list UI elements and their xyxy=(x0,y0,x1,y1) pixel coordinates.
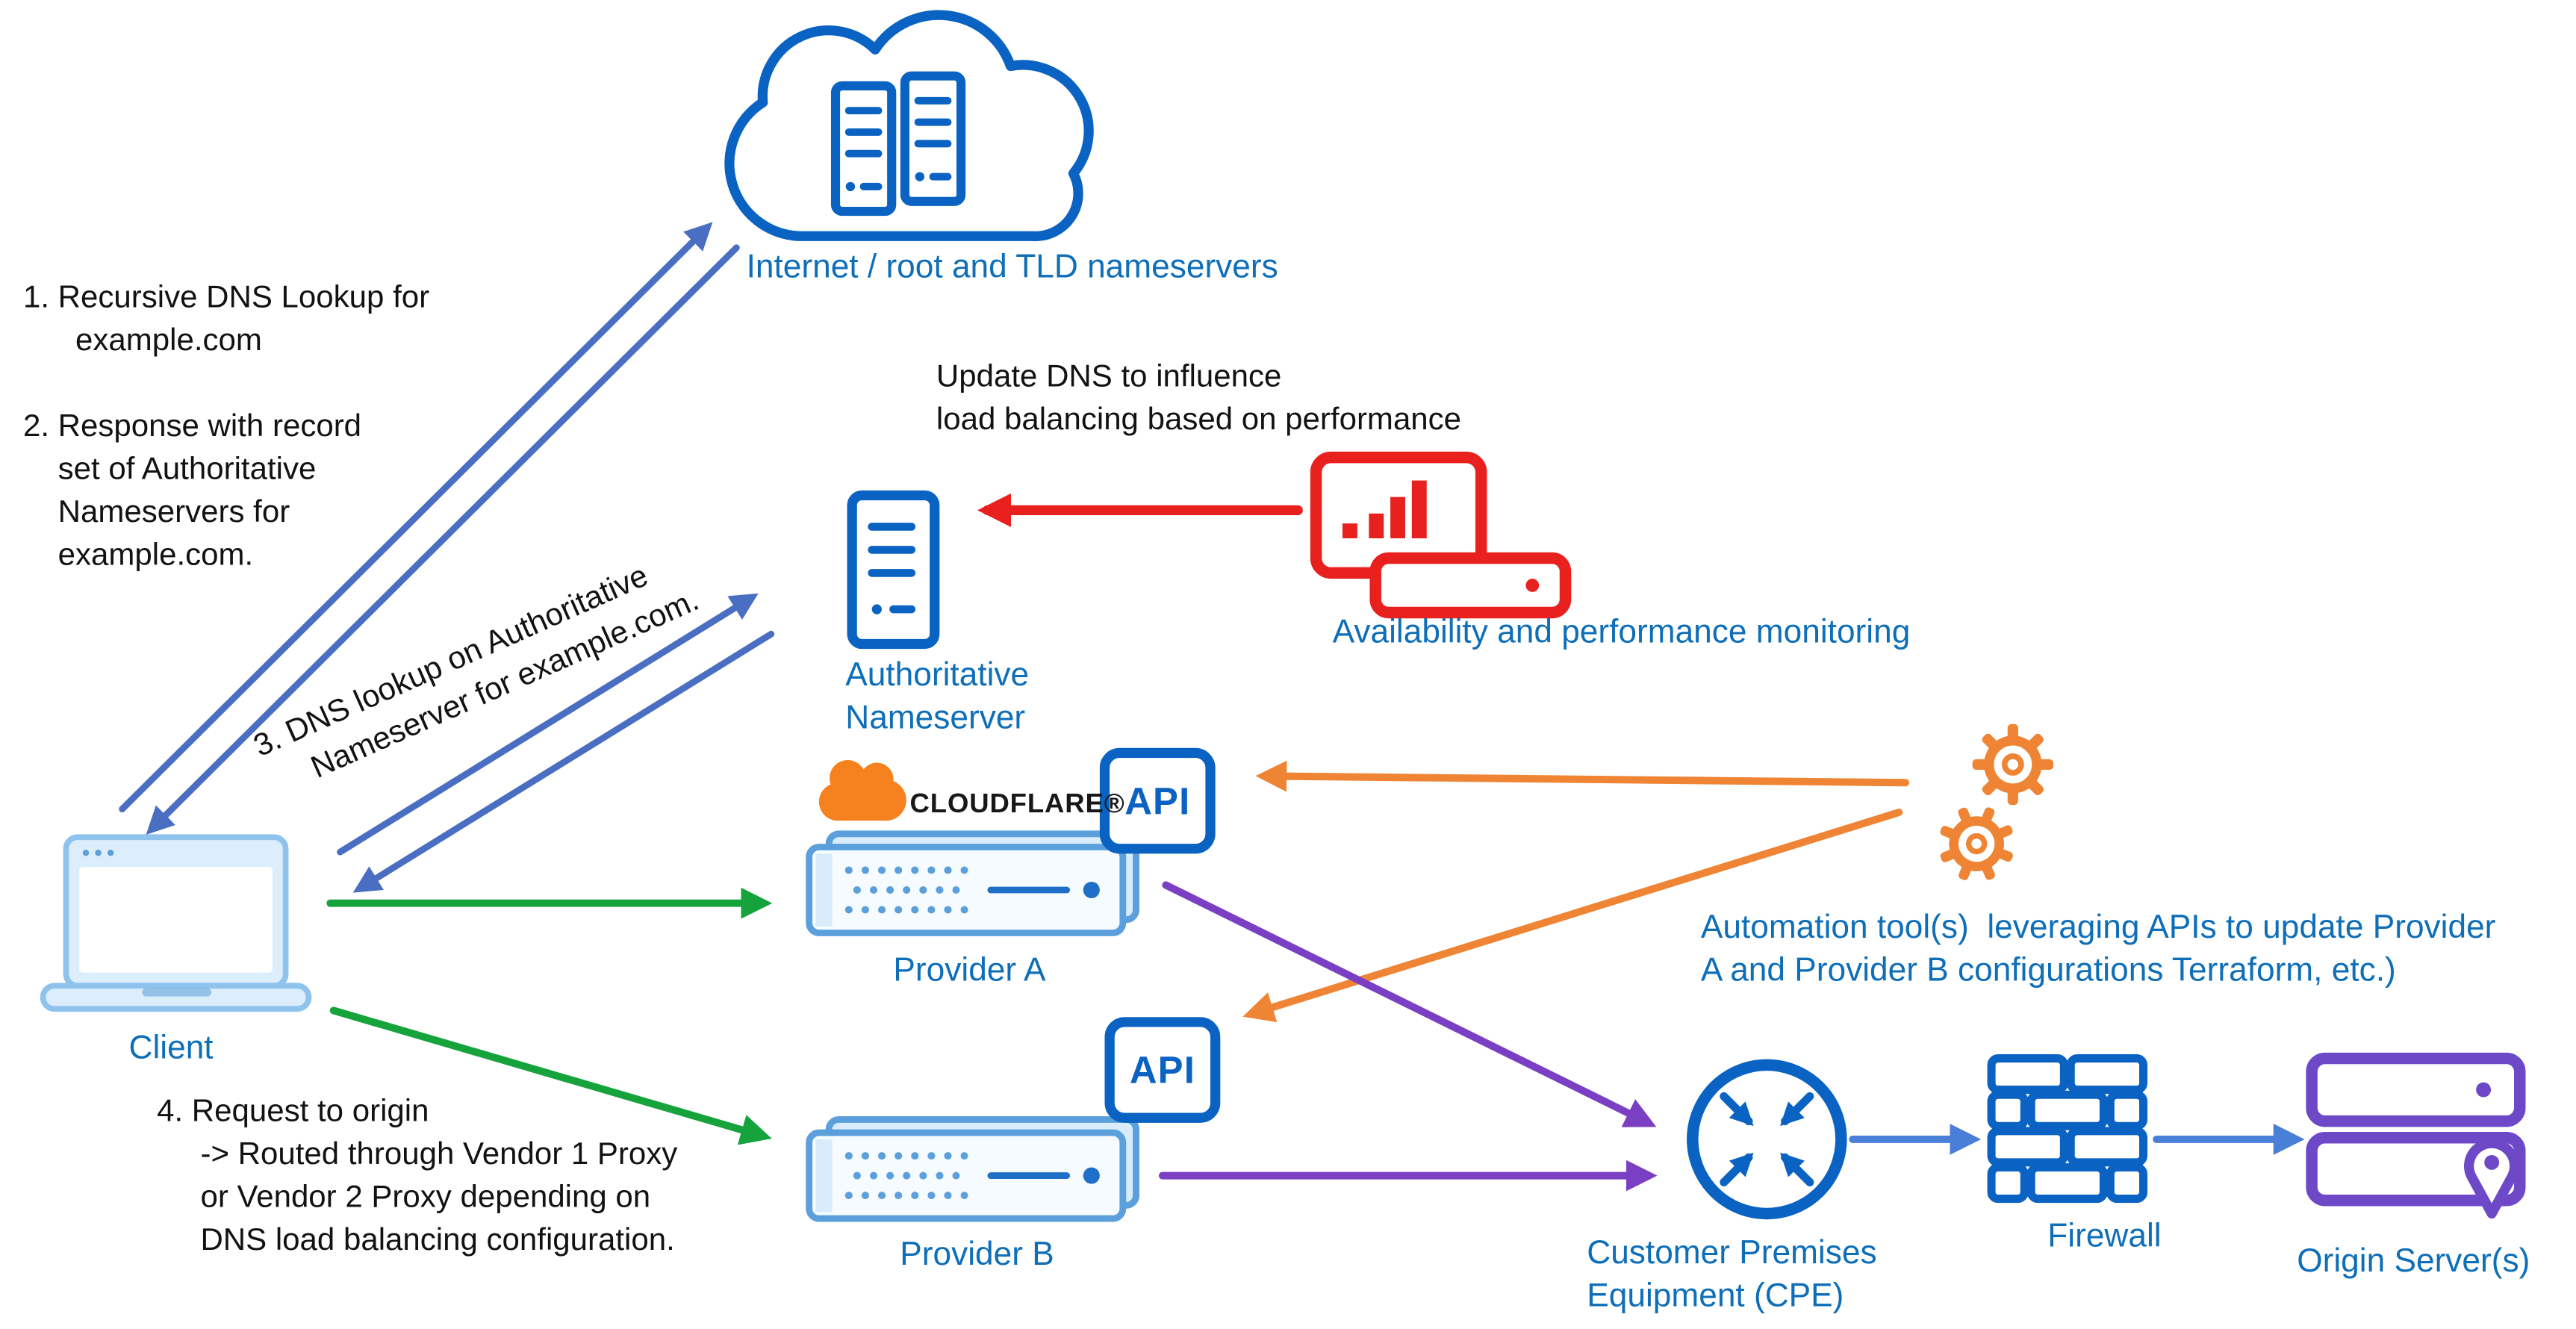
cpe-icon xyxy=(1687,1059,1847,1220)
authoritative-nameserver-icon xyxy=(847,490,940,650)
api-badge-a-box xyxy=(1099,747,1216,854)
monitoring-icon xyxy=(1310,451,1572,619)
internet-label: Internet / root and TLD nameservers xyxy=(746,249,1278,286)
lookup-response-arrow xyxy=(146,244,740,835)
authoritative-nameserver-label: Authoritative Nameserver xyxy=(845,657,1030,737)
tld-nameserver-rack-icon xyxy=(900,71,966,206)
request-arrow-provider-b xyxy=(329,1006,772,1145)
client-laptop-icon xyxy=(40,834,312,1012)
api-badge-a-label: API xyxy=(1124,778,1191,822)
automation-arrow-api-a xyxy=(1255,760,1910,792)
cpe-label: Customer Premises Equipment (CPE) xyxy=(1587,1235,1877,1315)
origin-server-icon xyxy=(2306,1052,2526,1219)
automation-gears-icon xyxy=(1940,723,2054,880)
origin-label: Origin Server(s) xyxy=(2297,1243,2530,1280)
cloudflare-wordmark: CLOUDFLARE® xyxy=(909,789,1125,819)
client-label: Client xyxy=(128,1030,214,1067)
update-dns-annotation: Update DNS to influence load balancing b… xyxy=(936,360,1462,438)
provider-a-appliance-icon xyxy=(806,830,1139,936)
cloudflare-logo-icon xyxy=(818,759,906,821)
api-badge-b-label: API xyxy=(1129,1048,1195,1091)
firewall-label: Firewall xyxy=(2047,1218,2162,1255)
api-badge-b-box xyxy=(1104,1017,1221,1123)
firewall-icon xyxy=(1987,1054,2148,1204)
provider-b-appliance-icon xyxy=(806,1115,1139,1222)
provider-b-label: Provider B xyxy=(900,1236,1054,1274)
recursive-lookup-arrow xyxy=(119,222,713,813)
monitoring-label: Availability and performance monitoring xyxy=(1332,614,1911,651)
automation-label: Automation tool(s) leveraging APIs to up… xyxy=(1700,909,2496,989)
ns-response-arrow xyxy=(352,630,775,893)
ns-lookup-arrow xyxy=(337,593,759,856)
provider-a-label: Provider A xyxy=(893,953,1046,989)
step-4-annotation: 4. Request to origin -> Routed through V… xyxy=(157,1095,678,1259)
location-pin-icon xyxy=(2464,1138,2520,1219)
internet-cloud-icon xyxy=(724,10,1094,242)
proxy-arrow-provider-a-cpe xyxy=(1162,881,1657,1127)
step-1-2-annotation: 1. Recursive DNS Lookup for example.com … xyxy=(22,280,430,573)
root-nameserver-rack-icon xyxy=(830,81,897,217)
